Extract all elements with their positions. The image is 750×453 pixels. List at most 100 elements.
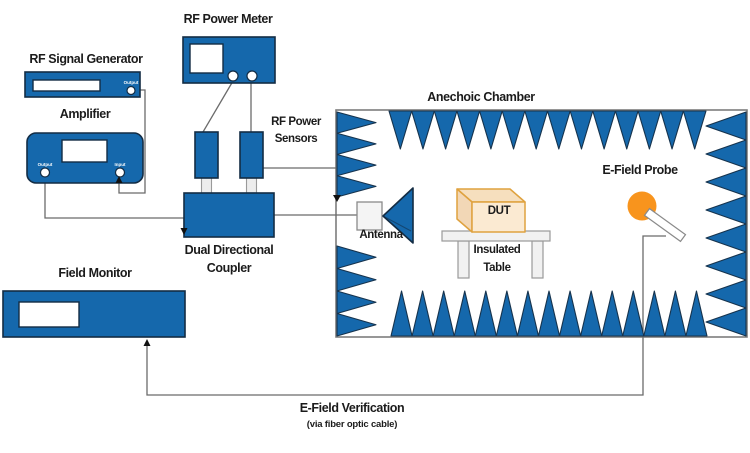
rf-power-meter	[182, 36, 276, 84]
e-field-verification-sublabel: (via fiber optic cable)	[306, 419, 398, 430]
field-monitor-display	[18, 301, 80, 328]
amplifier-input-port	[114, 167, 126, 178]
rf-power-sensors-label-line1: RF Power	[271, 116, 321, 128]
absorber-cone	[336, 153, 377, 177]
absorber-cone	[456, 110, 481, 150]
absorber-cone	[705, 251, 747, 281]
absorber-cone	[622, 290, 645, 337]
flow-arrows	[115, 176, 341, 346]
rf-power-sensor-1	[194, 131, 219, 179]
rf-power-sensors	[194, 131, 264, 194]
table-leg-right	[531, 240, 544, 279]
arrow-into-amplifier-input	[115, 176, 123, 183]
rf-signal-generator-label: RF Signal Generator	[29, 52, 143, 66]
absorber-cone	[592, 110, 616, 150]
sensor-2-connector	[245, 177, 258, 194]
dut-front-face	[471, 201, 526, 233]
antenna-horn-fold	[382, 215, 412, 232]
absorber-cone	[705, 111, 747, 141]
absorber-cone	[336, 111, 377, 134]
absorber-cone	[336, 245, 377, 270]
absorber-cone	[495, 290, 518, 337]
absorber-cone	[336, 175, 377, 198]
absorber-cones	[336, 110, 747, 337]
generator-output-port-label: Output	[123, 80, 139, 85]
absorber-cone	[569, 110, 594, 150]
absorber-cone	[336, 312, 377, 337]
absorber-cone	[705, 223, 747, 253]
absorber-cone	[643, 290, 666, 337]
absorber-cone	[516, 290, 540, 337]
dut-box	[456, 188, 526, 233]
rf-signal-generator-output-port	[126, 85, 136, 96]
e-field-probe	[627, 191, 687, 243]
sensor-1-connector	[200, 177, 213, 194]
insulated-table	[441, 230, 551, 279]
arrow-into-field-monitor	[143, 339, 151, 346]
absorber-cone	[546, 110, 571, 150]
amplifier	[26, 132, 144, 184]
dual-directional-coupler-body	[183, 192, 275, 238]
rf-power-sensor-2	[239, 131, 264, 179]
absorber-cone	[432, 290, 455, 337]
amplifier-output-port	[39, 167, 51, 178]
amplifier-input-port-label: Input	[114, 162, 126, 167]
absorber-cone	[388, 110, 413, 150]
absorber-cone	[453, 290, 476, 337]
probe-handle	[643, 207, 687, 243]
amplifier-display	[61, 139, 108, 163]
absorber-cone	[664, 290, 687, 337]
absorber-cone	[705, 307, 747, 337]
table-leg-left	[457, 240, 470, 279]
absorber-cone	[501, 110, 526, 150]
insulated-table-label-line1: Insulated	[473, 244, 521, 256]
absorber-cone	[660, 110, 684, 150]
absorber-cone	[524, 110, 549, 150]
e-field-probe-label: E-Field Probe	[602, 163, 678, 177]
field-monitor-label: Field Monitor	[58, 266, 132, 280]
absorber-cone	[558, 290, 582, 337]
cable-generator-to-amplifier	[118, 89, 146, 194]
absorber-cone	[411, 110, 435, 150]
dut-label: DUT	[487, 205, 511, 217]
antenna-horn	[382, 187, 414, 244]
absorber-cone	[411, 290, 434, 337]
field-monitor	[2, 290, 186, 338]
rf-power-sensors-label-line2: Sensors	[274, 133, 318, 145]
arrow-on-chamber-wall	[333, 195, 341, 202]
absorber-cone	[479, 110, 503, 150]
coupler-label-line1: Dual Directional	[184, 243, 274, 257]
rf-power-meter-port-1	[227, 70, 239, 82]
amplifier-label: Amplifier	[59, 107, 111, 121]
absorber-cone	[705, 195, 747, 225]
absorber-cone	[637, 110, 662, 150]
antenna	[356, 187, 414, 244]
cable-probe-to-field-monitor	[146, 235, 666, 396]
rf-power-meter-port-2	[246, 70, 258, 82]
coupler-label-line2: Coupler	[206, 261, 252, 275]
absorber-cone	[682, 110, 707, 150]
absorber-cone	[601, 290, 624, 337]
cable-amplifier-to-coupler	[44, 177, 185, 228]
cable-meter-to-sensor-1	[202, 80, 234, 133]
anechoic-chamber-label: Anechoic Chamber	[427, 90, 535, 104]
absorber-cone	[537, 290, 561, 337]
rf-power-meter-display	[189, 43, 224, 74]
e-field-verification-label: E-Field Verification	[299, 401, 405, 415]
absorber-cone	[580, 290, 603, 337]
absorber-cone	[705, 167, 747, 197]
insulated-table-label-line2: Table	[483, 262, 511, 274]
absorber-cone	[336, 267, 377, 292]
absorber-cone	[336, 290, 377, 315]
rf-power-meter-label: RF Power Meter	[183, 12, 273, 26]
absorber-cone	[705, 279, 747, 309]
amplifier-output-port-label: Output	[37, 162, 53, 167]
absorber-cone	[336, 132, 377, 156]
absorber-cone	[614, 110, 639, 150]
rf-signal-generator-display	[32, 79, 101, 92]
absorber-cone	[705, 139, 747, 169]
absorber-cone	[685, 290, 708, 337]
rf-signal-generator	[24, 71, 141, 98]
